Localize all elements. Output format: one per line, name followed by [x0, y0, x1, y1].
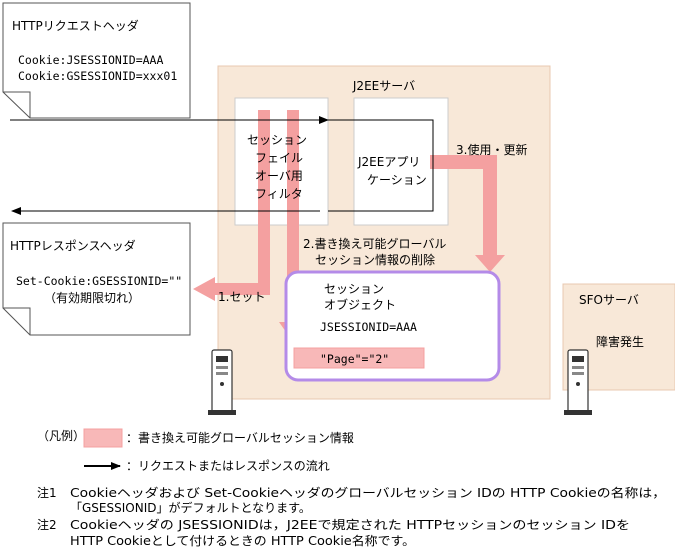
- session-object-title-1: セッション: [324, 282, 384, 296]
- note1-line-2: 「GSESSIONID」がデフォルトとなります。: [70, 500, 311, 515]
- session-attribute: "Page"="2": [320, 352, 389, 366]
- use-arrow: [430, 155, 505, 272]
- note2-label: 注2: [37, 517, 57, 532]
- session-failover-filter-box: [234, 97, 329, 226]
- session-attribute-box: [293, 347, 425, 369]
- pink-flows: [193, 110, 505, 342]
- response-header-doc: [2, 222, 191, 336]
- legend-caption: （凡例）: [37, 429, 85, 443]
- sfo-server-status: 障害発生: [596, 334, 644, 349]
- response-header-title: HTTPレスポンスヘッダ: [10, 238, 136, 253]
- legend-flow: ：リクエストまたはレスポンスの流れ: [126, 459, 330, 473]
- app-label-1: J2EEアプリ: [357, 155, 420, 169]
- step-use-label: 3.使用・更新: [456, 142, 527, 157]
- request-header-line-1: Cookie:JSESSIONID=AAA: [18, 53, 163, 67]
- step-delete-label-1: 2.書き換え可能グローバル: [303, 237, 446, 251]
- step-delete-label-2: セッション情報の削除: [315, 252, 435, 267]
- app-loop-line: [320, 119, 434, 212]
- sfo-server-machine-icon: [564, 349, 592, 415]
- sfo-server-title: SFOサーバ: [579, 293, 639, 307]
- request-header-title: HTTPリクエストヘッダ: [12, 18, 139, 33]
- session-object-title-2: オブジェクト: [324, 297, 396, 312]
- app-label-2: ケーション: [367, 173, 427, 187]
- response-header-line-2: （有効期限切れ）: [44, 290, 140, 305]
- server-machine-icon: [208, 349, 236, 415]
- note2-line-1: Cookieヘッダの JSESSIONIDは，J2EEで規定された HTTPセッ…: [70, 517, 630, 532]
- filter-label-2: フェイル: [255, 151, 303, 165]
- request-header-doc: [2, 2, 191, 119]
- flow-lines: [10, 116, 434, 215]
- response-header-line-1: Set-Cookie:GSESSIONID="": [16, 274, 182, 288]
- note2-line-2: HTTP Cookieとして付けるときの HTTP Cookie名称です。: [70, 533, 415, 548]
- j2ee-server-title: J2EEサーバ: [352, 79, 415, 93]
- delete-arrow: [279, 110, 307, 342]
- step-set-label: 1.セット: [218, 290, 265, 304]
- legend-global-session-info: ：書き換え可能グローバルセッション情報: [126, 431, 354, 445]
- filter-label-3: オーバ用: [255, 169, 303, 183]
- session-object-id: JSESSIONID=AAA: [320, 320, 417, 334]
- request-header-line-2: Cookie:GSESSIONID=xxx01: [18, 69, 177, 83]
- note1-line-1: Cookieヘッダおよび Set-Cookieヘッダのグローバルセッション ID…: [70, 485, 666, 500]
- filter-label-1: セッション: [247, 133, 307, 147]
- note1-label: 注1: [37, 485, 57, 500]
- set-arrow: [193, 110, 270, 301]
- filter-label-4: フィルタ: [255, 187, 303, 201]
- filter-label: セッション フェイル オーバ用 フィルタ: [247, 133, 307, 201]
- notes: 注1 Cookieヘッダおよび Set-Cookieヘッダのグローバルセッション…: [37, 485, 666, 548]
- legend-pink-swatch: [83, 428, 123, 448]
